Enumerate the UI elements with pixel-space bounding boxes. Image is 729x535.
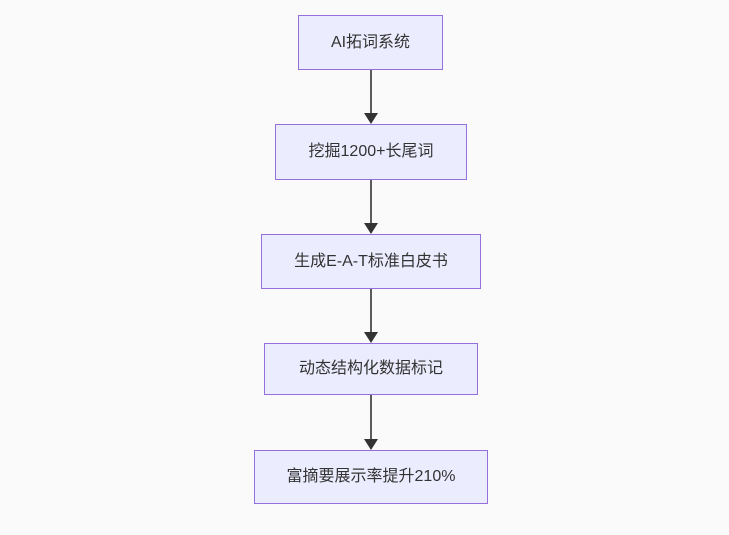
flow-arrow-2 bbox=[364, 180, 378, 234]
flow-node-label: 生成E-A-T标准白皮书 bbox=[294, 252, 448, 270]
arrow-line bbox=[370, 70, 372, 114]
flow-node-label: 富摘要展示率提升210% bbox=[286, 468, 456, 485]
flow-node-label: AI拓词系统 bbox=[330, 33, 411, 51]
arrow-head-icon bbox=[364, 113, 378, 124]
arrow-line bbox=[370, 180, 372, 224]
arrow-head-icon bbox=[364, 439, 378, 450]
flow-arrow-1 bbox=[364, 70, 378, 124]
arrow-head-icon bbox=[364, 223, 378, 234]
arrow-line bbox=[370, 395, 372, 440]
arrow-line bbox=[370, 289, 372, 333]
flow-arrow-4 bbox=[364, 395, 378, 450]
flow-node-label: 动态结构化数据标记 bbox=[298, 360, 443, 377]
flow-node-structured-data: 动态结构化数据标记 bbox=[264, 343, 478, 395]
flow-arrow-3 bbox=[364, 289, 378, 343]
flow-node-eat-whitepaper: 生成E-A-T标准白皮书 bbox=[261, 234, 481, 289]
flow-node-rich-snippet-result: 富摘要展示率提升210% bbox=[254, 450, 488, 504]
flow-node-ai-word-system: AI拓词系统 bbox=[298, 15, 443, 70]
flow-node-longtail-mining: 挖掘1200+长尾词 bbox=[275, 124, 467, 180]
flow-node-label: 挖掘1200+长尾词 bbox=[308, 143, 434, 160]
arrow-head-icon bbox=[364, 332, 378, 343]
